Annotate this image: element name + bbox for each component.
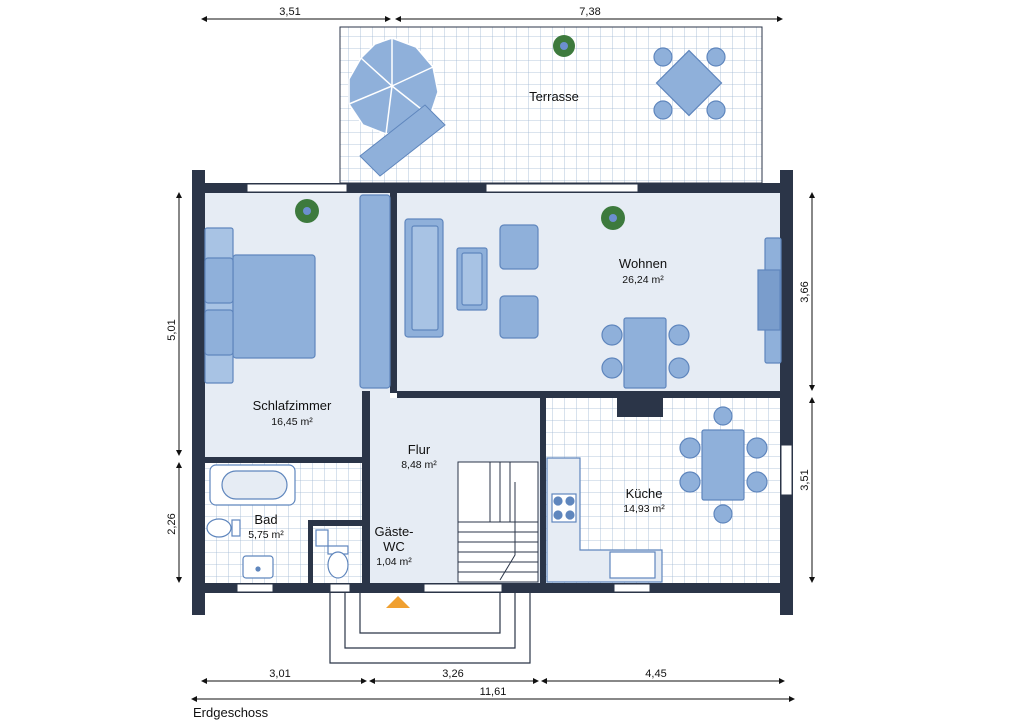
dim-bottom-left: 3,01 [269, 668, 290, 680]
umbrella [348, 37, 439, 135]
terrasse-label: Terrasse [529, 89, 579, 104]
dim-bottom-middle: 3,26 [442, 668, 463, 680]
dim-bottom-right: 4,45 [645, 668, 666, 680]
kueche-area: 14,93 m² [623, 503, 665, 515]
flur-label: Flur [408, 442, 431, 457]
dim-left-upper: 5,01 [166, 319, 178, 340]
dim-right-lower: 3,51 [799, 469, 811, 490]
entrance-steps [329, 593, 531, 664]
sofa [404, 218, 444, 338]
coffee-table [456, 247, 488, 311]
floor-caption: Erdgeschoss [193, 705, 269, 720]
plant-icon-bedroom [295, 199, 319, 223]
wohnen-area: 26,24 m² [622, 274, 664, 286]
wardrobe [359, 194, 391, 389]
sun-lounger [359, 104, 446, 177]
toilet-bad [206, 518, 241, 538]
windows [236, 183, 793, 593]
schlafzimmer-label: Schlafzimmer [253, 398, 332, 413]
tv-cabinet [757, 237, 782, 364]
armchairs [499, 224, 539, 339]
wohnen-dining-set [601, 317, 690, 389]
dimension-lines [176, 16, 815, 702]
plant-icon-terrace [553, 35, 575, 57]
dim-right-upper: 3,66 [799, 281, 811, 302]
dim-left-lower: 2,26 [166, 513, 178, 534]
schlafzimmer-area: 16,45 m² [271, 416, 313, 428]
toilet-wc [315, 529, 349, 579]
bad-label: Bad [254, 512, 277, 527]
sink-bad [242, 555, 274, 579]
bed [204, 227, 316, 384]
gaeste-wc-label-1: Gäste- [374, 524, 413, 539]
staircase [457, 461, 539, 583]
dim-bottom-total: 11,61 [480, 686, 507, 698]
kitchen-counter [546, 457, 663, 583]
dim-top-left: 3,51 [279, 6, 300, 18]
flur-area: 8,48 m² [401, 459, 437, 471]
kueche-label: Küche [626, 486, 663, 501]
bad-area: 5,75 m² [248, 529, 284, 541]
wohnen-label: Wohnen [619, 256, 667, 271]
entrance-arrow [386, 596, 410, 608]
wohnen-floor [397, 193, 783, 391]
bathtub [209, 464, 296, 506]
terrace-table [653, 47, 726, 120]
kitchen-dining-set [679, 406, 768, 524]
plant-icon-living [601, 206, 625, 230]
dim-top-right: 7,38 [579, 6, 600, 18]
gaeste-wc-label-2: WC [383, 539, 405, 554]
gaeste-wc-area: 1,04 m² [376, 556, 412, 568]
